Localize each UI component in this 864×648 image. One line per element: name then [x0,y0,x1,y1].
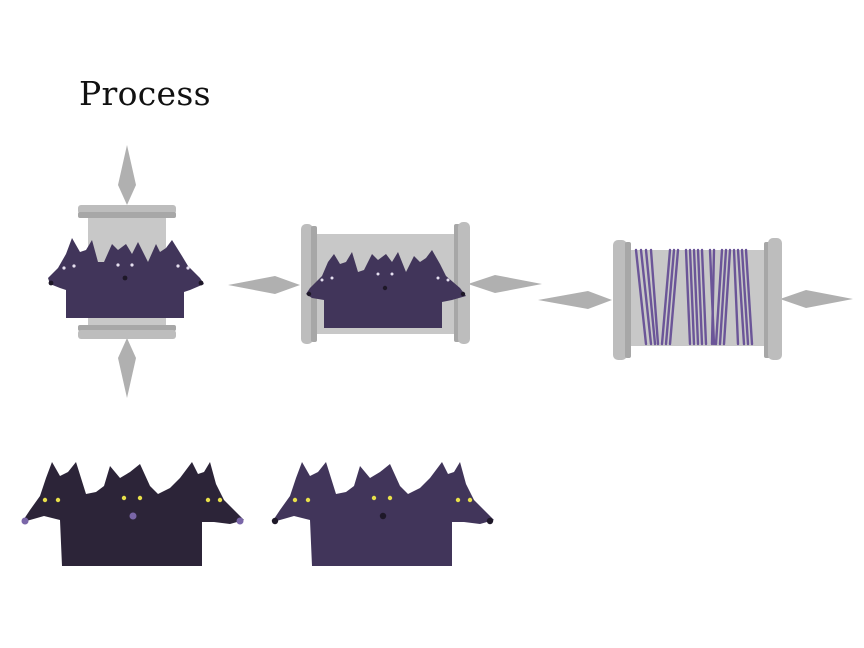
page-title: Process [79,74,211,113]
horizontal-spool-wolves-icon [228,222,542,344]
vertical-spool-wolves-icon [48,145,204,398]
thread-spool-icon [538,238,853,360]
purple-three-headed-wolf-icon [271,462,494,566]
dark-three-headed-wolf-icon [21,462,244,566]
